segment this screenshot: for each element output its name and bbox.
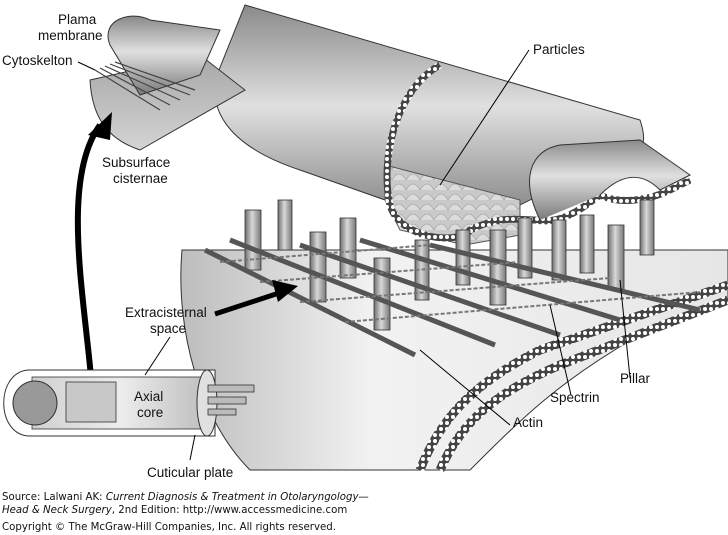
label-subsurface-line2: cisternae xyxy=(113,171,168,186)
spectrin-link xyxy=(344,291,701,323)
source-caption-line2: Head & Neck Surgery, 2nd Edition: http:/… xyxy=(2,505,347,517)
cytoskeleton-strands xyxy=(94,61,196,111)
actin-filament xyxy=(429,242,701,313)
curved-arrow xyxy=(74,123,103,389)
tube-fold xyxy=(529,139,691,221)
actin-filament xyxy=(299,242,561,338)
pillar xyxy=(579,214,595,274)
label-subsurface-line1: Subsurface xyxy=(102,155,170,170)
pillar xyxy=(244,209,262,271)
tube-cross-section xyxy=(383,61,692,242)
pillar xyxy=(551,219,567,281)
source-title-part2: Head & Neck Surgery xyxy=(2,505,112,516)
membrane-bilayer-inner xyxy=(435,295,728,472)
label-axial-core-line2: core xyxy=(137,405,163,420)
pillar xyxy=(639,199,655,256)
label-cytoskeleton: Cytoskelton xyxy=(2,53,73,68)
source-caption-line1: Source: Lalwani AK: Current Diagnosis & … xyxy=(2,492,369,504)
copyright-notice: Copyright © The McGraw-Hill Companies, I… xyxy=(2,522,336,533)
extracisternal-arrow-head xyxy=(272,280,298,302)
spectrin-link xyxy=(259,261,521,283)
hair-cell-diagram: Plama membrane Cytoskelton Subsurface ci… xyxy=(2,4,728,480)
pillar xyxy=(489,229,507,306)
label-cuticular-plate: Cuticular plate xyxy=(147,465,233,480)
curved-arrow-head xyxy=(88,112,112,140)
label-plasma-membrane-line1: Plama xyxy=(58,12,97,27)
subsurface-cisternae-sheet xyxy=(89,54,246,151)
stereocilia xyxy=(207,396,247,405)
label-axial-core-line1: Axial xyxy=(134,389,163,404)
source-prefix: Source: Lalwani AK: xyxy=(2,492,106,503)
source-title-part1: Current Diagnosis & Treatment in Otolary… xyxy=(105,492,369,503)
membrane-bilayer xyxy=(415,280,728,472)
actin-filament xyxy=(203,247,417,358)
label-extracisternal-line2: space xyxy=(150,321,186,336)
label-spectrin: Spectrin xyxy=(550,390,600,405)
label-extracisternal-line1: Extracisternal xyxy=(125,305,207,320)
pillar xyxy=(309,231,327,303)
nucleus xyxy=(12,380,58,426)
source-suffix: , 2nd Edition: http://www.accessmedicine… xyxy=(111,505,348,516)
pillar xyxy=(339,217,357,279)
stereocilia xyxy=(207,384,255,393)
label-particles: Particles xyxy=(533,42,585,57)
label-actin: Actin xyxy=(513,415,543,430)
extracisternal-arrow xyxy=(214,289,283,317)
spectrin-link xyxy=(219,244,431,263)
leader-lines xyxy=(77,49,631,461)
pillar xyxy=(277,199,293,251)
actin-filament xyxy=(359,237,621,323)
actin-filaments xyxy=(203,237,701,358)
label-pillar: Pillar xyxy=(620,371,651,386)
pillar xyxy=(455,229,471,286)
axial-core-tube xyxy=(3,369,255,437)
plasma-membrane-sheet xyxy=(107,15,221,96)
pillar xyxy=(607,224,625,291)
spectrin-link xyxy=(299,277,611,303)
spectrin-links xyxy=(219,244,701,323)
label-plasma-membrane-line2: membrane xyxy=(38,28,103,43)
pillar xyxy=(517,217,533,279)
stereocilia xyxy=(207,408,237,416)
cisterna-box xyxy=(65,381,117,423)
